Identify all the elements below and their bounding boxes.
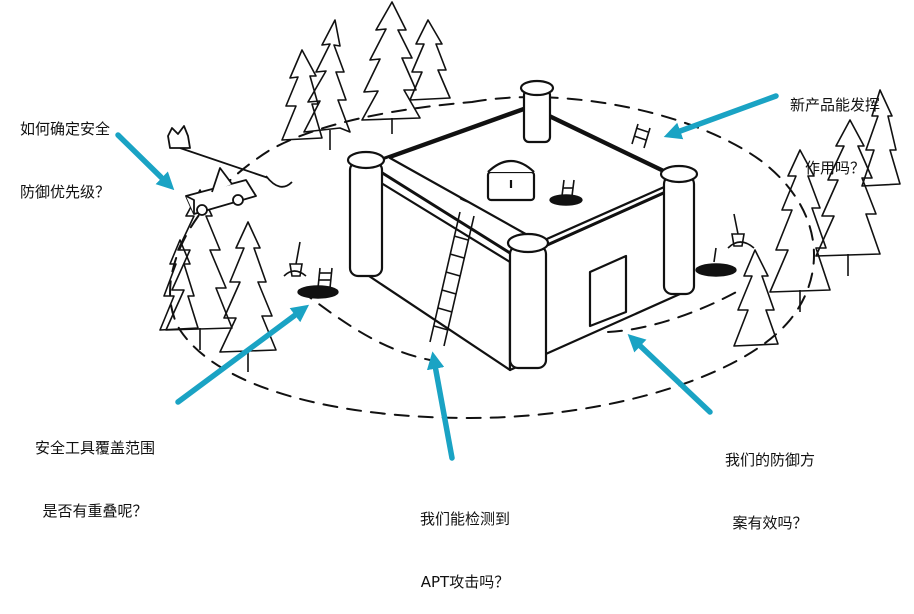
tree-icon <box>361 1 421 134</box>
hole-icon <box>549 194 583 206</box>
question-line: 如何确定安全 <box>20 120 111 138</box>
shovel-icon <box>713 247 717 263</box>
hole-icon <box>695 263 737 277</box>
question-line: 作用吗？ <box>804 159 865 177</box>
question-line: 我们的防御方 <box>724 451 815 469</box>
arrow-product <box>663 93 779 140</box>
ladder-icon <box>561 179 575 197</box>
ladder-icon <box>429 211 475 347</box>
tree-icon <box>281 49 323 141</box>
question-line: 新产品能发挥 <box>789 96 880 114</box>
question-defense-effective: 我们的防御方 案有效吗？ <box>695 408 845 555</box>
question-defense-priority: 如何确定安全 防御优先级？ <box>20 77 110 224</box>
question-line: 防御优先级？ <box>20 183 111 201</box>
tree-icon <box>303 19 351 150</box>
tree-icon <box>733 249 779 347</box>
hole-icon <box>297 285 339 299</box>
question-apt-detection: 我们能检测到 APT攻击吗？ <box>380 467 550 614</box>
castle-defense-illustration <box>115 1 901 461</box>
arrow-group <box>115 93 779 461</box>
ladder-icon-group <box>317 123 651 347</box>
tree-icon <box>815 119 881 276</box>
arrow-apt <box>426 351 455 461</box>
arrow-priority <box>115 132 175 191</box>
question-line: APT攻击吗？ <box>420 573 510 591</box>
tree-icon <box>159 239 199 331</box>
question-line: 我们能检测到 <box>419 510 510 528</box>
question-line: 案有效吗？ <box>732 514 808 532</box>
ladder-icon <box>631 123 651 149</box>
tree-icon <box>165 189 233 350</box>
question-new-product: 新产品能发挥 作用吗？ <box>770 53 900 200</box>
arrow-effective <box>627 333 713 415</box>
question-line: 是否有重叠呢？ <box>42 502 148 520</box>
hole-icon-group <box>297 194 737 299</box>
question-line: 安全工具覆盖范围 <box>34 439 155 457</box>
question-tool-coverage: 安全工具覆盖范围 是否有重叠呢？ <box>10 396 180 543</box>
shovel-icon <box>283 241 307 277</box>
tree-icon <box>769 149 831 312</box>
catapult-icon <box>167 125 293 216</box>
tree-icon <box>861 89 901 187</box>
shovel-icon <box>727 213 755 249</box>
tree-icon <box>409 19 451 101</box>
ladder-icon <box>317 267 333 289</box>
shovel-icon-group <box>283 213 755 277</box>
castle <box>346 79 699 372</box>
arrow-coverage <box>175 304 310 405</box>
